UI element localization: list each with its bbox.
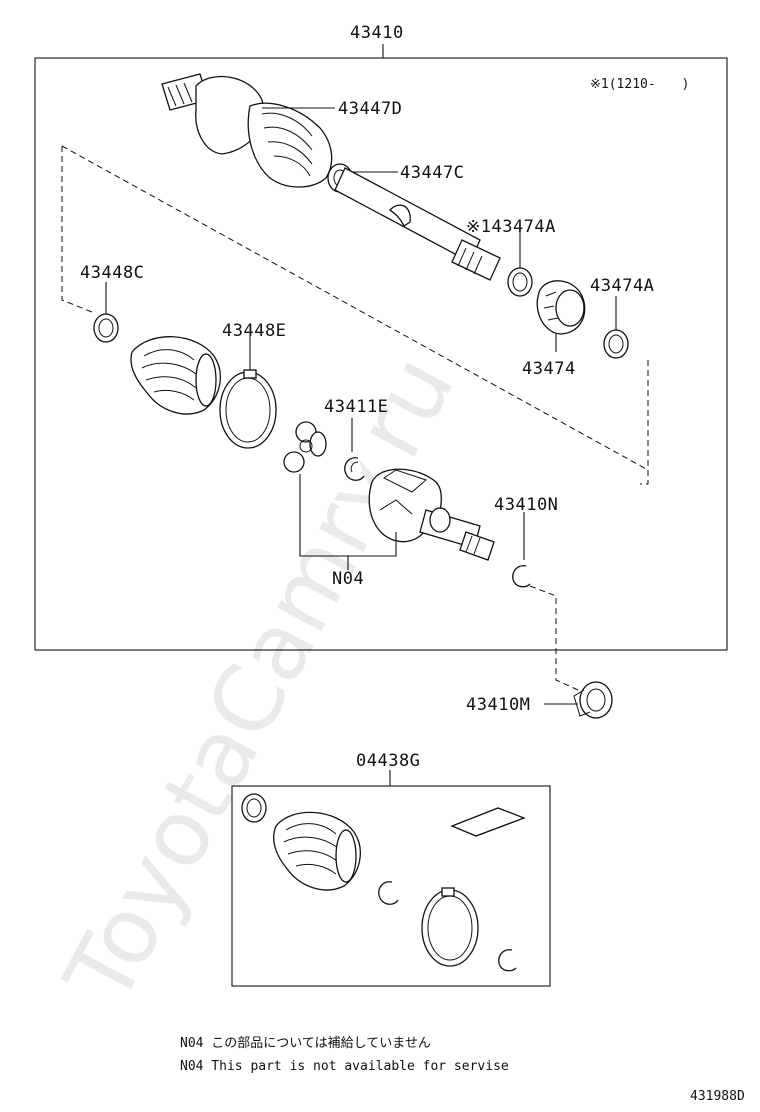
group-dashed-outline: [61, 145, 649, 485]
label-43474[interactable]: 43474: [522, 359, 576, 379]
label-43410N[interactable]: 43410N: [494, 495, 558, 515]
kit-grease-pack[interactable]: [450, 807, 526, 837]
snap-ring-43410N[interactable]: [512, 565, 531, 588]
label-43474A-marked[interactable]: ※143474A: [466, 217, 556, 237]
band-43448E[interactable]: [219, 369, 277, 449]
tripod-joint[interactable]: [283, 421, 327, 473]
label-43448E[interactable]: 43448E: [222, 321, 286, 341]
clamp-43474A[interactable]: [603, 329, 629, 359]
label-43448C[interactable]: 43448C: [80, 263, 144, 283]
kit-snap-ring-small[interactable]: [498, 949, 517, 972]
kit-boot[interactable]: [273, 811, 361, 891]
note-jp: N04 この部品については補給していません: [180, 1036, 431, 1051]
drawing-code: 431988D: [690, 1089, 745, 1104]
date-note: ※1(1210- ): [590, 77, 690, 92]
drive-shaft-outer[interactable]: [161, 73, 501, 281]
inner-joint-housing[interactable]: [368, 468, 495, 561]
clamp-43448C[interactable]: [93, 313, 119, 343]
kit-snap-ring[interactable]: [378, 881, 399, 905]
label-43411E[interactable]: 43411E: [324, 397, 388, 417]
assembly-frame: [34, 57, 728, 651]
kit-band[interactable]: [421, 887, 479, 967]
kit-frame: [231, 785, 551, 987]
label-43474A[interactable]: 43474A: [590, 276, 654, 296]
snap-ring-43411E[interactable]: [344, 457, 365, 481]
kit-clamp[interactable]: [241, 793, 267, 823]
label-04438G[interactable]: 04438G: [356, 751, 420, 771]
seal-43410M[interactable]: [573, 681, 613, 719]
boot-inner[interactable]: [130, 336, 221, 415]
note-en: N04 This part is not available for servi…: [180, 1059, 509, 1074]
label-43447D[interactable]: 43447D: [338, 99, 402, 119]
label-43410M[interactable]: 43410M: [466, 695, 530, 715]
damper-43474[interactable]: [536, 280, 586, 335]
label-N04[interactable]: N04: [332, 569, 364, 589]
label-43410[interactable]: 43410: [350, 23, 404, 43]
label-43447C[interactable]: 43447C: [400, 163, 464, 183]
clamp-43474A-marked[interactable]: [507, 267, 533, 297]
